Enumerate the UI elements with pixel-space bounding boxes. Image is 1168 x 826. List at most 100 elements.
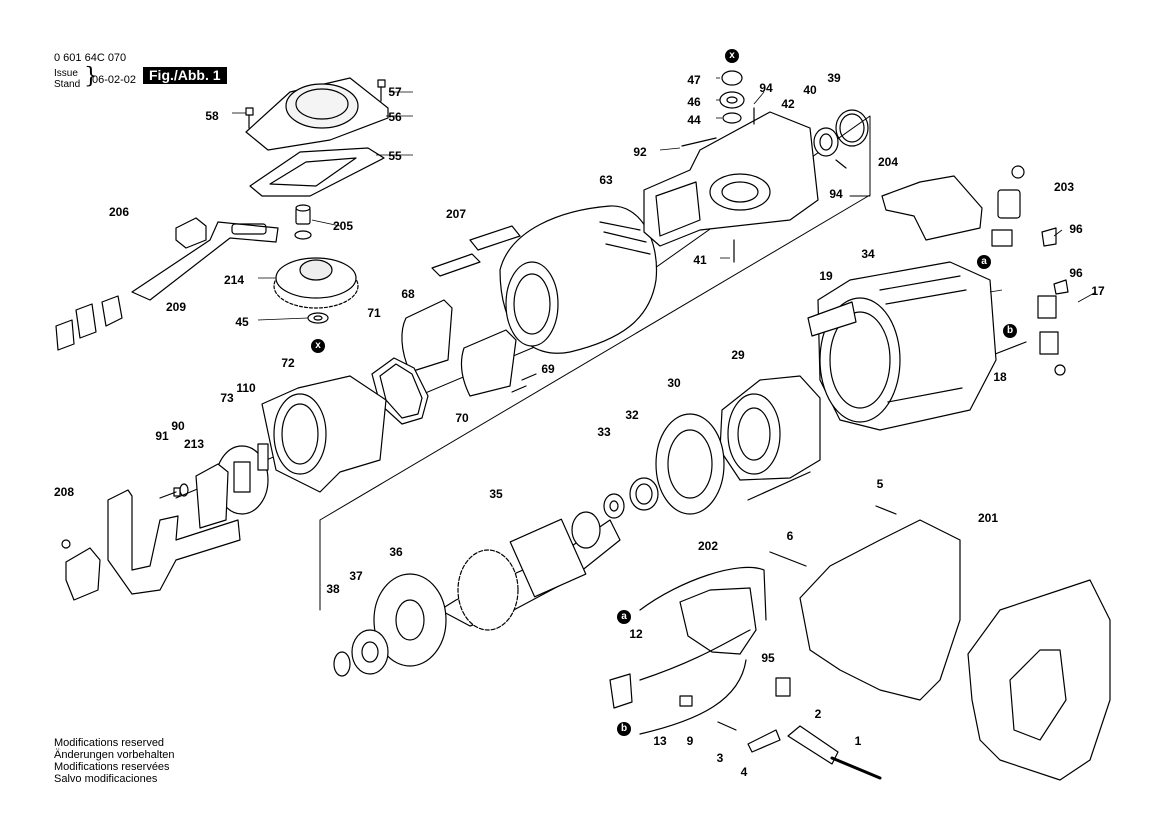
seal-40 — [813, 127, 839, 157]
issue-stand-label: Issue Stand — [54, 68, 80, 90]
issue-label: Issue — [54, 68, 78, 79]
part-number-18: 18 — [993, 370, 1007, 384]
footer-note: Modifications reserved — [54, 737, 165, 749]
part-number-202: 202 — [697, 539, 719, 553]
gasket-55 — [249, 147, 385, 197]
holder-213 — [195, 463, 229, 529]
part-number-38: 38 — [326, 582, 340, 596]
ring-38 — [333, 651, 351, 677]
blade-clamp-206 — [55, 217, 207, 351]
part-number-32: 32 — [625, 408, 639, 422]
part-number-71: 71 — [367, 306, 381, 320]
part-number-1: 1 — [854, 734, 862, 748]
screw-91 — [159, 487, 181, 499]
part-number-39: 39 — [827, 71, 841, 85]
stand-label: Stand — [54, 79, 81, 90]
part-number-92: 92 — [633, 145, 647, 159]
brush-96 — [1041, 227, 1069, 295]
part-number-30: 30 — [667, 376, 681, 390]
bracket-70 — [460, 329, 517, 397]
marker-x-icon: x — [725, 49, 739, 63]
part-number-44: 44 — [687, 113, 701, 127]
part-number-33: 33 — [597, 425, 611, 439]
gear-214 — [273, 257, 359, 309]
part-number-34: 34 — [861, 247, 875, 261]
label-19 — [807, 301, 857, 337]
marker-a-icon: a — [617, 610, 631, 624]
clamp-4 — [747, 729, 781, 753]
pin-94 — [753, 107, 847, 169]
part-number-57: 57 — [388, 85, 402, 99]
part-number-47: 47 — [687, 73, 701, 87]
baffle-36 — [373, 573, 447, 667]
connector-12 — [609, 673, 633, 709]
ring-39 — [835, 109, 869, 147]
baffle-30 — [655, 413, 725, 515]
field-29 — [719, 375, 821, 481]
part-number-91: 91 — [155, 429, 169, 443]
part-number-36: 36 — [389, 545, 403, 559]
part-number-96: 96 — [1069, 266, 1083, 280]
screw-29 — [747, 471, 811, 501]
top-cover-56 — [245, 77, 389, 151]
bushing-205 — [294, 204, 312, 240]
marker-a-icon: a — [977, 255, 991, 269]
screw-6 — [769, 551, 807, 567]
part-number-90: 90 — [171, 419, 185, 433]
part-number-207: 207 — [445, 207, 467, 221]
part-number-29: 29 — [731, 348, 745, 362]
part-number-208: 208 — [53, 485, 75, 499]
part-number-94: 94 — [829, 187, 843, 201]
leader-lines — [232, 77, 1097, 321]
part-number-37: 37 — [349, 569, 363, 583]
bracket-68 — [401, 299, 453, 373]
ring-47 — [721, 70, 743, 86]
part-number-205: 205 — [332, 219, 354, 233]
switch-slide-207 — [431, 225, 521, 277]
part-number-9: 9 — [686, 734, 694, 748]
cap-204 — [881, 175, 983, 241]
part-number-17: 17 — [1091, 284, 1105, 298]
motor-housing-34 — [817, 261, 997, 431]
part-number-3: 3 — [716, 751, 724, 765]
part-number-209: 209 — [165, 300, 187, 314]
part-number-40: 40 — [803, 83, 817, 97]
part-number-19: 19 — [819, 269, 833, 283]
armature-35 — [439, 511, 621, 631]
part-number-55: 55 — [388, 149, 402, 163]
part-number-70: 70 — [455, 411, 469, 425]
part-number-203: 203 — [1053, 180, 1075, 194]
footer-notes: Modifications reserved Änderungen vorbeh… — [54, 737, 174, 785]
footer-note: Änderungen vorbehalten — [54, 749, 175, 761]
cord-1 — [830, 756, 882, 780]
part-number-96: 96 — [1069, 222, 1083, 236]
part-number-5: 5 — [876, 477, 884, 491]
bushing-32 — [629, 477, 659, 511]
part-number-95: 95 — [761, 651, 775, 665]
part-number-35: 35 — [489, 487, 503, 501]
part-number-56: 56 — [388, 110, 402, 124]
part-number-72: 72 — [281, 356, 295, 370]
document-number: 0 601 64C 070 — [54, 52, 127, 64]
shoe-208 — [61, 489, 241, 601]
part-number-206: 206 — [108, 205, 130, 219]
part-number-4: 4 — [740, 765, 748, 779]
cord-guard-2 — [787, 725, 839, 765]
bearing-37 — [351, 629, 389, 675]
screw-3 — [717, 721, 737, 731]
part-number-73: 73 — [220, 391, 234, 405]
marker-x-icon: x — [311, 339, 325, 353]
part-number-204: 204 — [877, 155, 899, 169]
screw-57 — [377, 79, 386, 102]
housing-42 — [643, 111, 819, 247]
clamp-95 — [775, 677, 791, 697]
plunger-209 — [131, 221, 279, 301]
handle-housing-201 — [799, 519, 1111, 781]
screw-5 — [875, 505, 897, 515]
screw-58 — [245, 107, 254, 129]
part-number-12: 12 — [629, 627, 643, 641]
switch-202 — [639, 566, 767, 735]
part-number-46: 46 — [687, 95, 701, 109]
marker-b-icon: b — [1003, 324, 1017, 338]
